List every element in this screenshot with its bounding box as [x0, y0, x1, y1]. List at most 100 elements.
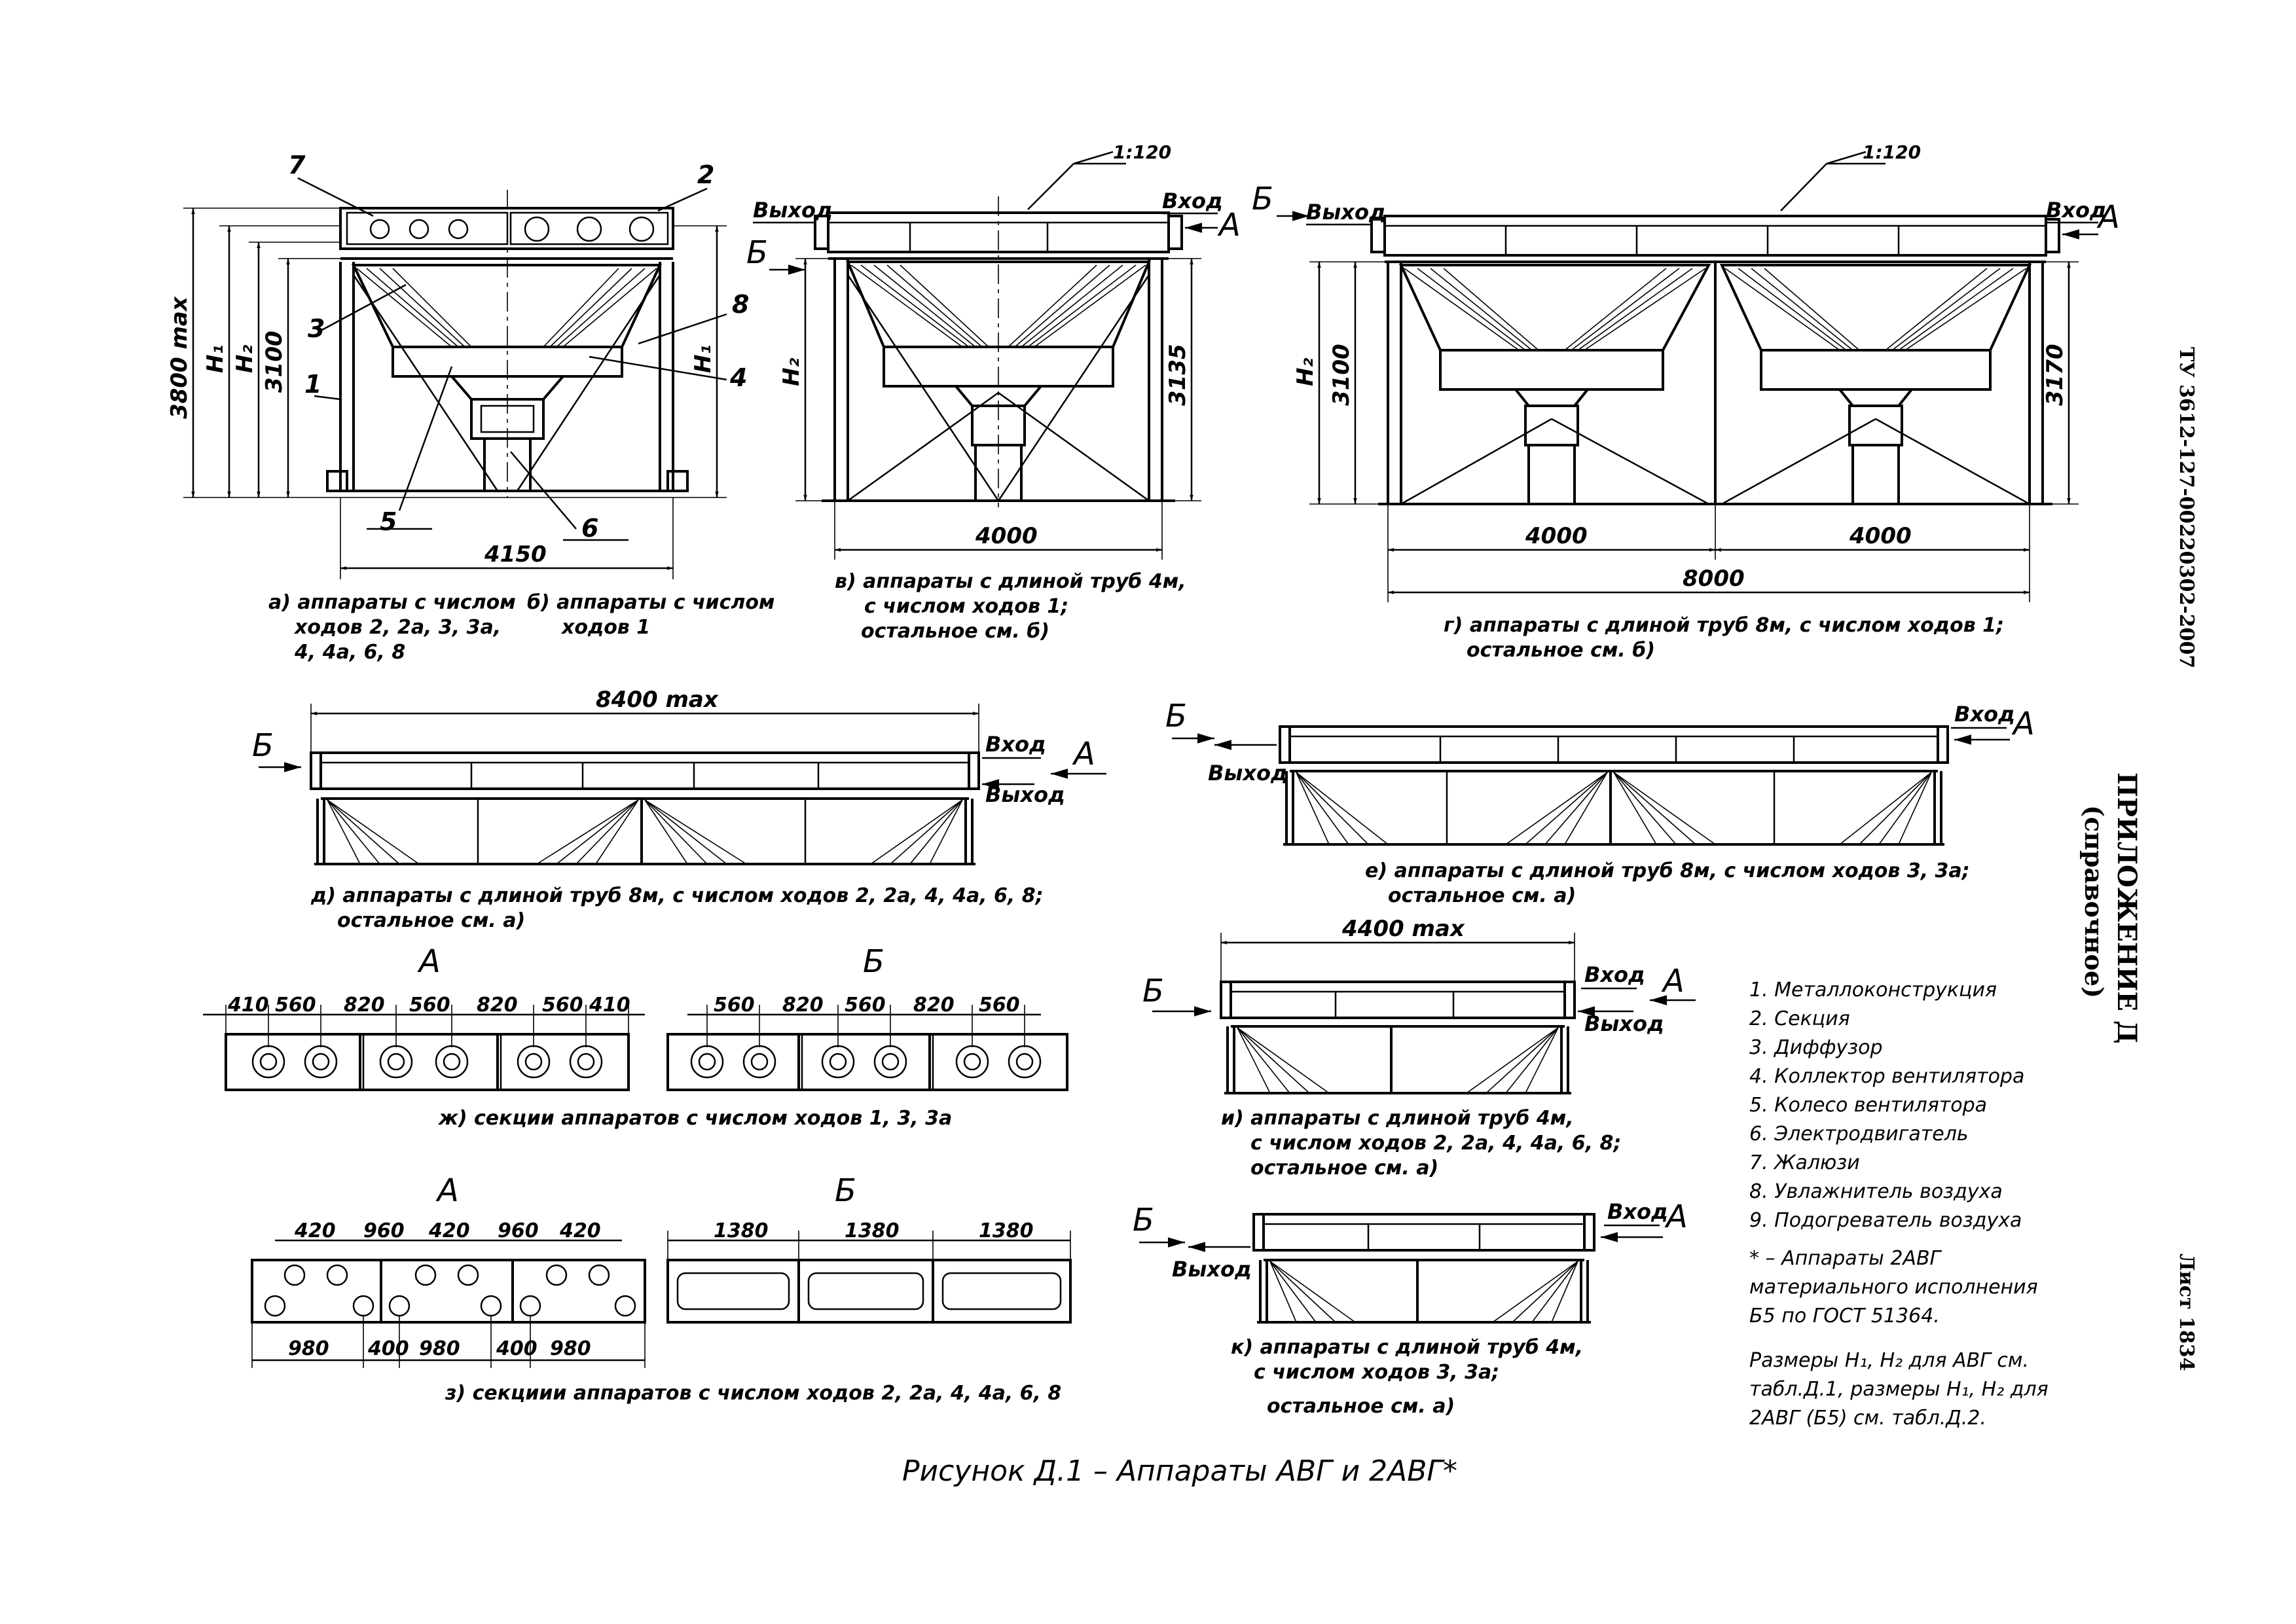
svg-text:остальное см. б): остальное см. б) — [1467, 639, 1655, 662]
view-zh-caption: ж) секции аппаратов с числом ходов 1, 3,… — [437, 1107, 952, 1130]
svg-text:Вход: Вход — [1954, 702, 2015, 727]
view-z-section-b: Б 1380 1380 1380 — [666, 1172, 1072, 1324]
svg-text:Выход: Выход — [1584, 1011, 1664, 1036]
svg-text:820: 820 — [344, 994, 385, 1017]
svg-text:4000: 4000 — [1525, 523, 1588, 549]
svg-text:1: 1 — [304, 370, 321, 399]
view-v-caption: в) аппараты с длиной труб 4м, с числом х… — [835, 570, 1186, 643]
svg-text:1:120: 1:120 — [1863, 141, 1921, 163]
svg-text:2: 2 — [697, 160, 714, 189]
svg-text:1380: 1380 — [845, 1219, 900, 1242]
svg-text:400: 400 — [367, 1337, 409, 1360]
view-a-dimensions: 3800 max H₁ H₂ 3100 H₁ 4150 — [166, 208, 727, 579]
view-e-labels: Б Выход Вход А — [1165, 698, 2035, 785]
svg-text:5: 5 — [380, 507, 397, 536]
svg-text:4400 max: 4400 max — [1341, 916, 1465, 942]
svg-text:2АВГ (Б5) см. табл.Д.2.: 2АВГ (Б5) см. табл.Д.2. — [1749, 1407, 1986, 1430]
appendix-title: ПРИЛОЖЕНИЕ Д — [2111, 772, 2142, 1043]
view-e-drawing — [1279, 725, 1949, 846]
svg-text:3: 3 — [308, 314, 325, 343]
svg-text:остальное см. а): остальное см. а) — [1250, 1157, 1438, 1180]
svg-text:Б: Б — [835, 1172, 856, 1209]
view-d-labels: 8400 max Б Вход А Выход — [252, 687, 1106, 807]
svg-text:ходов 2, 2а, 3, 3а,: ходов 2, 2а, 3, 3а, — [293, 616, 501, 639]
view-z-section-a: А 420 960 420 960 420 980 400 980 400 98… — [251, 1172, 646, 1368]
legend-list: 1. Металлоконструкция 2. Секция 3. Диффу… — [1749, 979, 2024, 1232]
legend-item: 2. Секция — [1749, 1007, 1850, 1030]
svg-text:980: 980 — [288, 1337, 329, 1360]
svg-text:960: 960 — [498, 1219, 539, 1242]
svg-text:материального исполнения: материального исполнения — [1749, 1276, 2038, 1299]
svg-text:H₂: H₂ — [1292, 358, 1319, 386]
view-d-drawing — [310, 751, 980, 865]
svg-text:4000: 4000 — [975, 523, 1038, 549]
svg-text:А: А — [1664, 1199, 1688, 1235]
svg-text:3800 max: 3800 max — [166, 296, 192, 419]
view-a-captions: а) аппараты с числом ходов 2, 2а, 3, 3а,… — [268, 591, 774, 664]
sheet-number: Лист 1834 — [2175, 1254, 2198, 1371]
legend-item: 7. Жалюзи — [1749, 1151, 1860, 1174]
view-a-callouts: 7 2 3 1 8 4 5 6 — [288, 151, 749, 543]
view-g-labels: Б Выход Вход А 1:120 — [1252, 141, 2120, 240]
svg-text:560: 560 — [542, 994, 583, 1017]
svg-text:H₂: H₂ — [232, 345, 258, 373]
svg-text:с числом ходов 3, 3а;: с числом ходов 3, 3а; — [1254, 1361, 1499, 1384]
appendix-subtitle: (справочное) — [2079, 805, 2109, 998]
svg-text:3135: 3135 — [1165, 344, 1191, 406]
svg-text:и) аппараты с длиной труб 4м,: и) аппараты с длиной труб 4м, — [1221, 1107, 1574, 1130]
svg-text:А: А — [1072, 736, 1095, 772]
svg-text:* – Аппараты 2АВГ: * – Аппараты 2АВГ — [1749, 1247, 1942, 1270]
view-k-caption: к) аппараты с длиной труб 4м, с числом х… — [1231, 1336, 1583, 1418]
svg-text:1:120: 1:120 — [1113, 141, 1171, 163]
svg-text:820: 820 — [782, 994, 824, 1017]
view-a-drawing — [326, 190, 689, 497]
legend-item: 9. Подогреватель воздуха — [1749, 1209, 2022, 1232]
svg-text:420: 420 — [428, 1219, 470, 1242]
diffuser-cables-right — [1724, 268, 2027, 351]
diffuser-cables — [850, 264, 1146, 348]
svg-text:4, 4а, 6, 8: 4, 4а, 6, 8 — [294, 641, 405, 664]
svg-text:Вход: Вход — [1584, 962, 1645, 987]
svg-text:Выход: Выход — [985, 782, 1065, 807]
legend-item: 5. Колесо вентилятора — [1749, 1094, 1987, 1117]
svg-text:А: А — [435, 1172, 459, 1209]
svg-text:560: 560 — [409, 994, 450, 1017]
svg-text:остальное см. б): остальное см. б) — [861, 620, 1049, 643]
svg-text:Вход: Вход — [1162, 189, 1223, 213]
svg-text:6: 6 — [581, 514, 598, 543]
legend-item: 3. Диффузор — [1749, 1036, 1883, 1059]
figure-caption: Рисунок Д.1 – Аппараты АВГ и 2АВГ* — [902, 1454, 1457, 1488]
svg-text:4150: 4150 — [484, 541, 547, 568]
legend-item: 8. Увлажнитель воздуха — [1749, 1180, 2003, 1203]
svg-text:остальное см. а): остальное см. а) — [1388, 884, 1576, 907]
tube-circles-zh-a — [251, 1045, 603, 1079]
view-v-drawing — [814, 196, 1183, 507]
svg-text:А: А — [1661, 963, 1685, 1000]
svg-text:4: 4 — [729, 363, 747, 392]
view-k-drawing: Б Выход Вход А — [1133, 1199, 1688, 1324]
diffuser-cables — [356, 268, 657, 348]
svg-text:560: 560 — [845, 994, 886, 1017]
svg-text:560: 560 — [714, 994, 755, 1017]
fan-cables-k — [1269, 1261, 1578, 1323]
svg-text:остальное см. а): остальное см. а) — [1267, 1395, 1455, 1418]
svg-text:820: 820 — [477, 994, 518, 1017]
legend-item: 4. Коллектор вентилятора — [1749, 1065, 2024, 1088]
svg-text:H₁: H₁ — [202, 345, 228, 373]
svg-text:H₁: H₁ — [690, 345, 716, 373]
svg-text:остальное см. а): остальное см. а) — [337, 909, 525, 932]
svg-text:960: 960 — [363, 1219, 405, 1242]
svg-text:с числом ходов 1;: с числом ходов 1; — [864, 595, 1068, 618]
svg-text:4000: 4000 — [1849, 523, 1912, 549]
fan-cables-i — [1237, 1027, 1559, 1094]
svg-text:г) аппараты с длиной труб 8м,: г) аппараты с длиной труб 8м, с числом х… — [1444, 614, 2004, 637]
svg-text:Б: Б — [1142, 973, 1164, 1009]
svg-text:H₂: H₂ — [778, 358, 805, 386]
svg-text:А: А — [2011, 706, 2035, 742]
svg-text:Вход: Вход — [2046, 198, 2107, 223]
fan-cables-d — [327, 799, 963, 865]
tube-bundle-circles — [369, 216, 655, 242]
svg-text:в) аппараты с длиной труб 4м,: в) аппараты с длиной труб 4м, — [835, 570, 1186, 593]
svg-text:400: 400 — [496, 1337, 538, 1360]
